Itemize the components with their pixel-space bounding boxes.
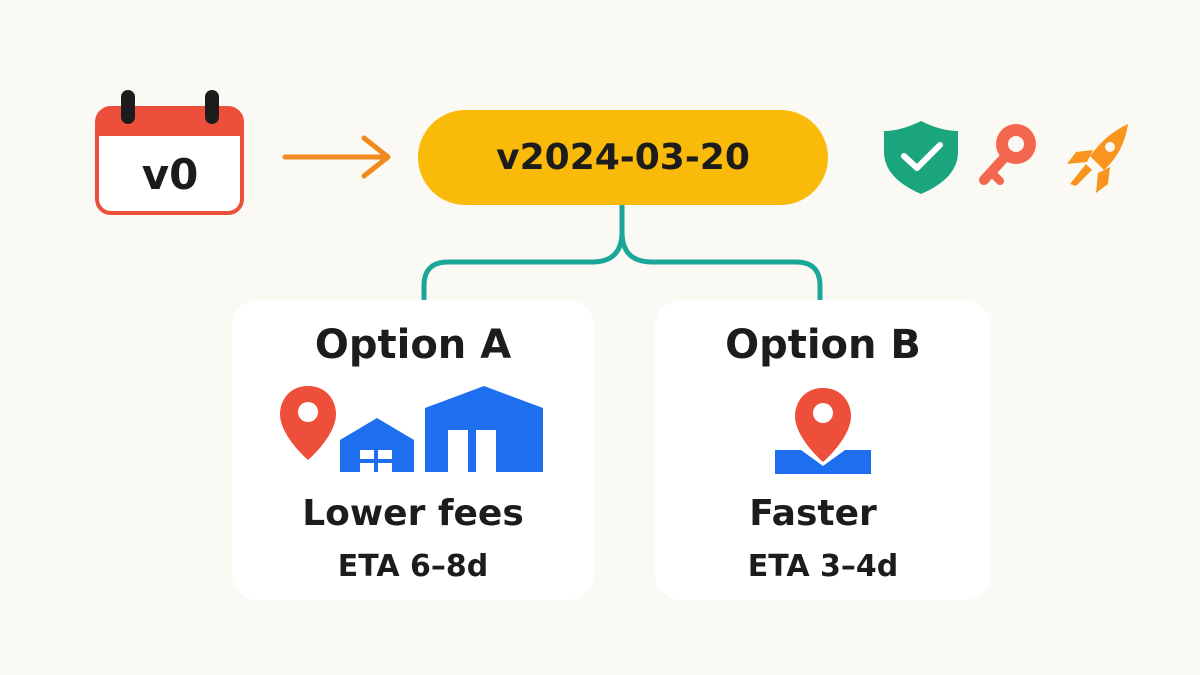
start-label: v0 [141, 150, 199, 199]
start-node: v0 [94, 86, 246, 216]
option-a-icons [280, 386, 543, 472]
version-pill: v2024-03-20 [418, 110, 828, 205]
option-b-icons [775, 388, 871, 474]
version-label: v2024-03-20 [496, 136, 750, 178]
large-warehouse-icon [425, 386, 543, 472]
option-benefit: Lower fees [302, 493, 524, 534]
option-title: Option A [314, 322, 512, 368]
option-benefit: Faster [749, 493, 877, 534]
branch-connector [421, 201, 823, 303]
option-card-b: Option B Faster ETA 3–4d [655, 300, 991, 600]
option-eta: ETA 6–8d [337, 549, 489, 584]
option-eta: ETA 3–4d [747, 549, 899, 584]
option-card-a: Option A Lower fees ETA 6–8d [232, 300, 594, 600]
small-warehouse-icon [340, 418, 414, 472]
arrow-icon [282, 135, 391, 179]
map-pin-icon [795, 388, 851, 462]
map-pin-icon [280, 386, 336, 460]
location-base-icon [775, 450, 871, 474]
option-title: Option B [725, 322, 921, 368]
calendar-icon [95, 90, 244, 215]
